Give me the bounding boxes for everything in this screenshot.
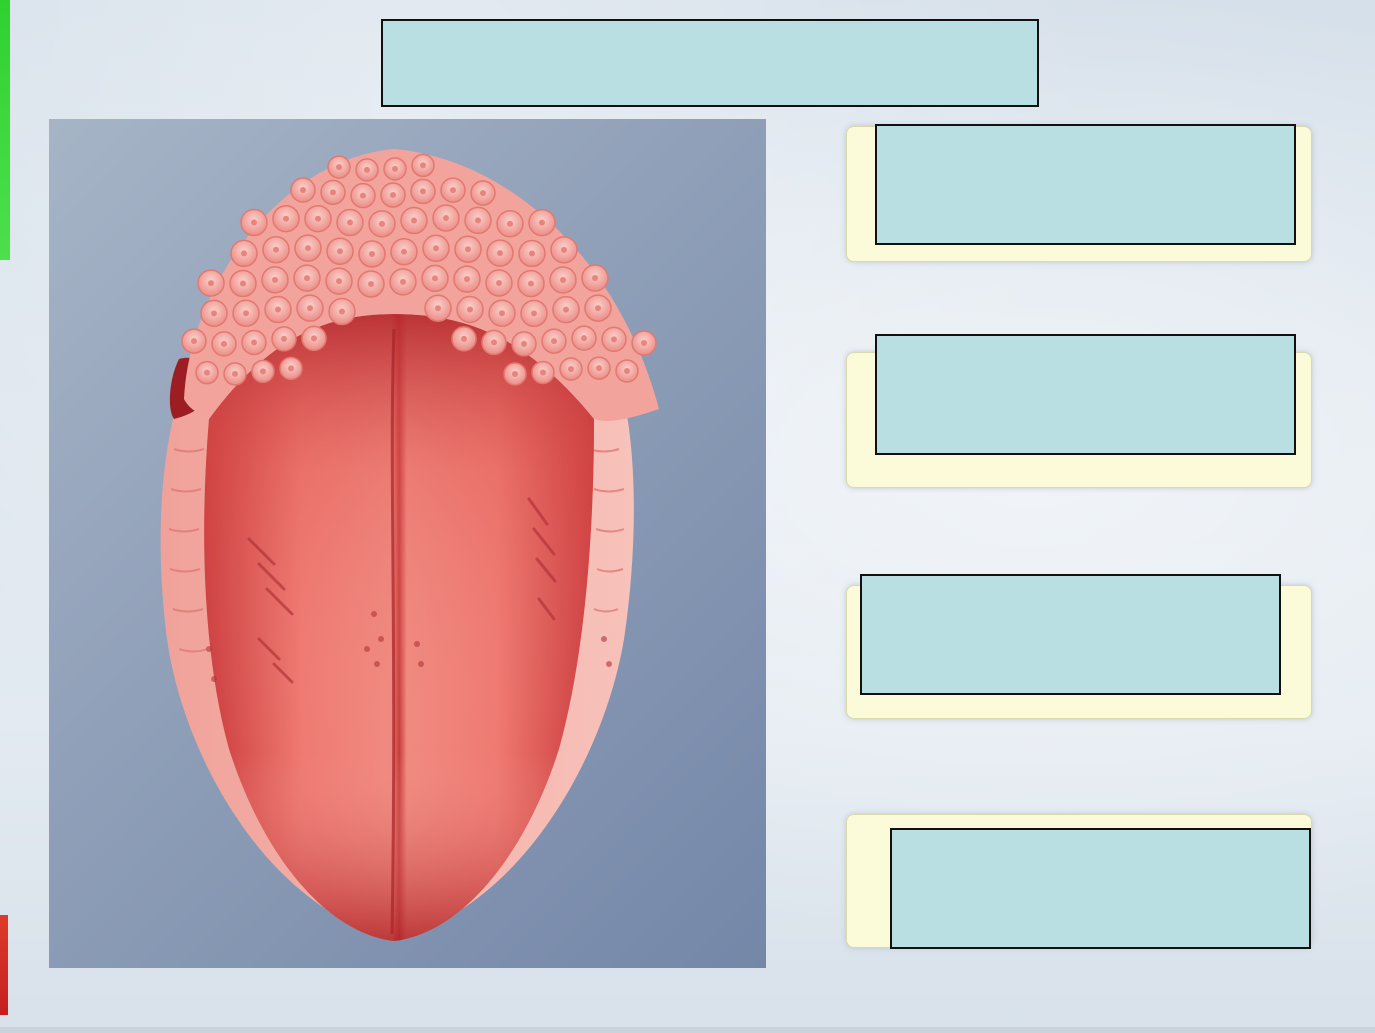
papilla-center	[240, 281, 246, 287]
papilla-center	[581, 335, 587, 341]
papilla-center	[496, 280, 502, 286]
papilla-center	[528, 281, 534, 287]
papilla-center	[251, 219, 257, 225]
papilla-center	[568, 366, 574, 372]
papilla-center	[499, 310, 505, 316]
papilla-center	[595, 305, 601, 311]
papilla-center	[339, 309, 345, 315]
papilla-center	[347, 219, 353, 225]
papilla-center	[512, 371, 518, 377]
papilla-center	[497, 250, 503, 256]
papilla-center	[283, 216, 289, 222]
label-box-3	[860, 574, 1281, 695]
papilla-center	[379, 221, 385, 227]
papilla-center	[531, 310, 537, 316]
papilla-center	[611, 336, 617, 342]
papilla-center	[592, 275, 598, 281]
papilla-center	[433, 245, 439, 251]
papilla-center	[360, 193, 366, 199]
papilla-center	[467, 306, 473, 312]
papilla-center	[475, 217, 481, 223]
papilla-center	[336, 278, 342, 284]
papilla-center	[464, 276, 470, 282]
label-box-1	[875, 124, 1296, 245]
papilla-center	[307, 305, 313, 311]
red-edge-decoration	[0, 915, 8, 1015]
papilla-center	[435, 305, 441, 311]
median-sulcus	[392, 329, 394, 934]
papilla-center	[561, 247, 567, 253]
papilla-center	[311, 335, 317, 341]
papilla-center	[507, 221, 513, 227]
label-box-2	[875, 334, 1296, 455]
papilla-center	[241, 250, 247, 256]
papilla-center	[232, 371, 238, 377]
papilla-center	[191, 338, 197, 344]
papilla-center	[273, 247, 279, 253]
papilla-center	[461, 336, 467, 342]
papilla-center	[243, 310, 249, 316]
papilla-center	[368, 281, 374, 287]
papilla-center	[529, 251, 535, 257]
tongue-image-panel	[49, 119, 766, 968]
label-box-4	[890, 828, 1311, 949]
papilla-center	[480, 190, 486, 196]
green-edge-decoration	[0, 0, 10, 260]
papilla-center	[281, 336, 287, 342]
papilla-center	[369, 251, 375, 257]
papilla-center	[251, 339, 257, 345]
papilla-center	[390, 192, 396, 198]
papilla-center	[450, 187, 456, 193]
papilla-center	[211, 310, 217, 316]
papilla-center	[300, 187, 306, 193]
papilla-center	[596, 365, 602, 371]
papilla-center	[420, 162, 426, 168]
papilla-center	[465, 246, 471, 252]
papilla-center	[288, 365, 294, 371]
papilla-center	[275, 306, 281, 312]
papilla-center	[392, 166, 398, 172]
papilla-center	[540, 369, 546, 375]
papilla-center	[336, 164, 342, 170]
papilla-center	[521, 341, 527, 347]
papilla-center	[401, 249, 407, 255]
title-box	[381, 19, 1039, 107]
papilla-center	[272, 277, 278, 283]
papilla-center	[204, 370, 210, 376]
papilla-center	[624, 368, 630, 374]
papilla-center	[420, 188, 426, 194]
papilla-center	[330, 189, 336, 195]
papilla-center	[260, 368, 266, 374]
papilla-center	[315, 216, 321, 222]
tongue-illustration	[49, 119, 766, 968]
papilla-center	[411, 218, 417, 224]
papilla-center	[337, 248, 343, 254]
papilla-center	[364, 167, 370, 173]
papilla-center	[305, 245, 311, 251]
papilla-center	[221, 341, 227, 347]
bottom-band	[0, 1027, 1375, 1033]
papilla-center	[443, 215, 449, 221]
papilla-center	[491, 339, 497, 345]
papilla-center	[560, 277, 566, 283]
papilla-center	[208, 280, 214, 286]
papilla-center	[432, 275, 438, 281]
papilla-center	[551, 338, 557, 344]
papilla-center	[539, 220, 545, 226]
papilla-center	[304, 275, 310, 281]
papilla-center	[400, 279, 406, 285]
papilla-center	[563, 307, 569, 313]
papilla-center	[641, 340, 647, 346]
